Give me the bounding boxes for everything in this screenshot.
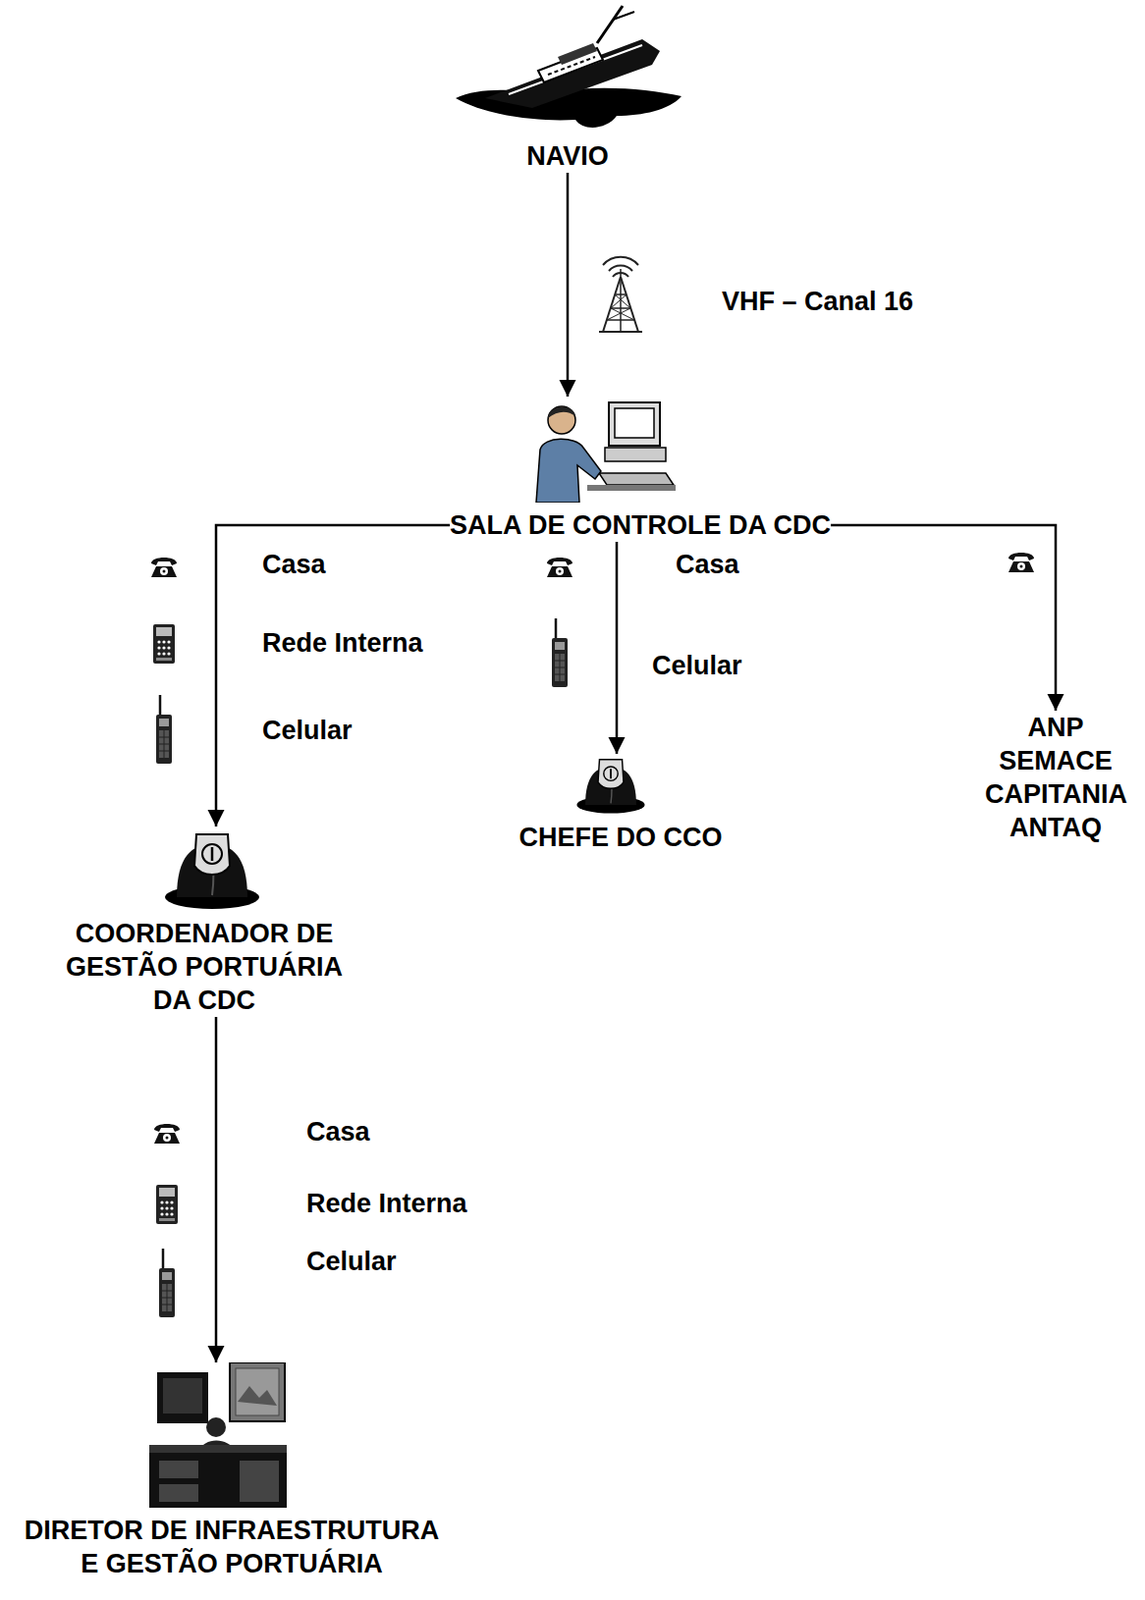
channel-label: Casa xyxy=(304,1115,373,1149)
helmet-icon xyxy=(570,754,652,816)
channel-label: Celular xyxy=(260,713,355,748)
channel-label: Casa xyxy=(673,547,742,582)
helmet-icon xyxy=(163,826,262,912)
arrow-connector xyxy=(566,172,570,397)
person-icon xyxy=(528,396,676,503)
node-label: COORDENADOR DE GESTÃO PORTUÁRIA DA CDC xyxy=(56,917,352,1018)
director-node: DIRETOR DE INFRAESTRUTURA E GESTÃO PORTU… xyxy=(15,1363,448,1582)
channel-label: Celular xyxy=(304,1245,399,1279)
desk-icon xyxy=(149,1363,287,1509)
node-label: NAVIO xyxy=(449,139,686,173)
channel-label: Rede Interna xyxy=(260,626,426,660)
node-label: ANP SEMACE CAPITANIA ANTAQ xyxy=(984,710,1127,845)
node-label: CHEFE DO CCO xyxy=(518,820,722,855)
channel-label: Celular xyxy=(650,649,745,683)
arrow-connector xyxy=(615,542,619,755)
edge-label: VHF – Canal 16 xyxy=(719,284,916,319)
node-label: DIRETOR DE INFRAESTRUTURA E GESTÃO PORTU… xyxy=(15,1514,448,1582)
channel-label: Casa xyxy=(260,547,328,582)
control-room-node: SALA DE CONTROLE DA CDC xyxy=(449,396,831,543)
radio-tower xyxy=(599,257,643,332)
arrow-connector xyxy=(215,1017,219,1364)
chief-node: CHEFE DO CCO xyxy=(518,754,722,855)
arrow-connector xyxy=(830,525,1056,711)
node-label: SALA DE CONTROLE DA CDC xyxy=(449,508,831,543)
ship-node: NAVIO xyxy=(449,3,686,173)
coordinator-node: COORDENADOR DE GESTÃO PORTUÁRIA DA CDC xyxy=(56,826,352,1018)
arrow-connector xyxy=(216,525,450,827)
channel-label: Rede Interna xyxy=(304,1187,470,1221)
ship-icon xyxy=(449,3,686,134)
agencies-node: ANP SEMACE CAPITANIA ANTAQ xyxy=(984,710,1127,845)
